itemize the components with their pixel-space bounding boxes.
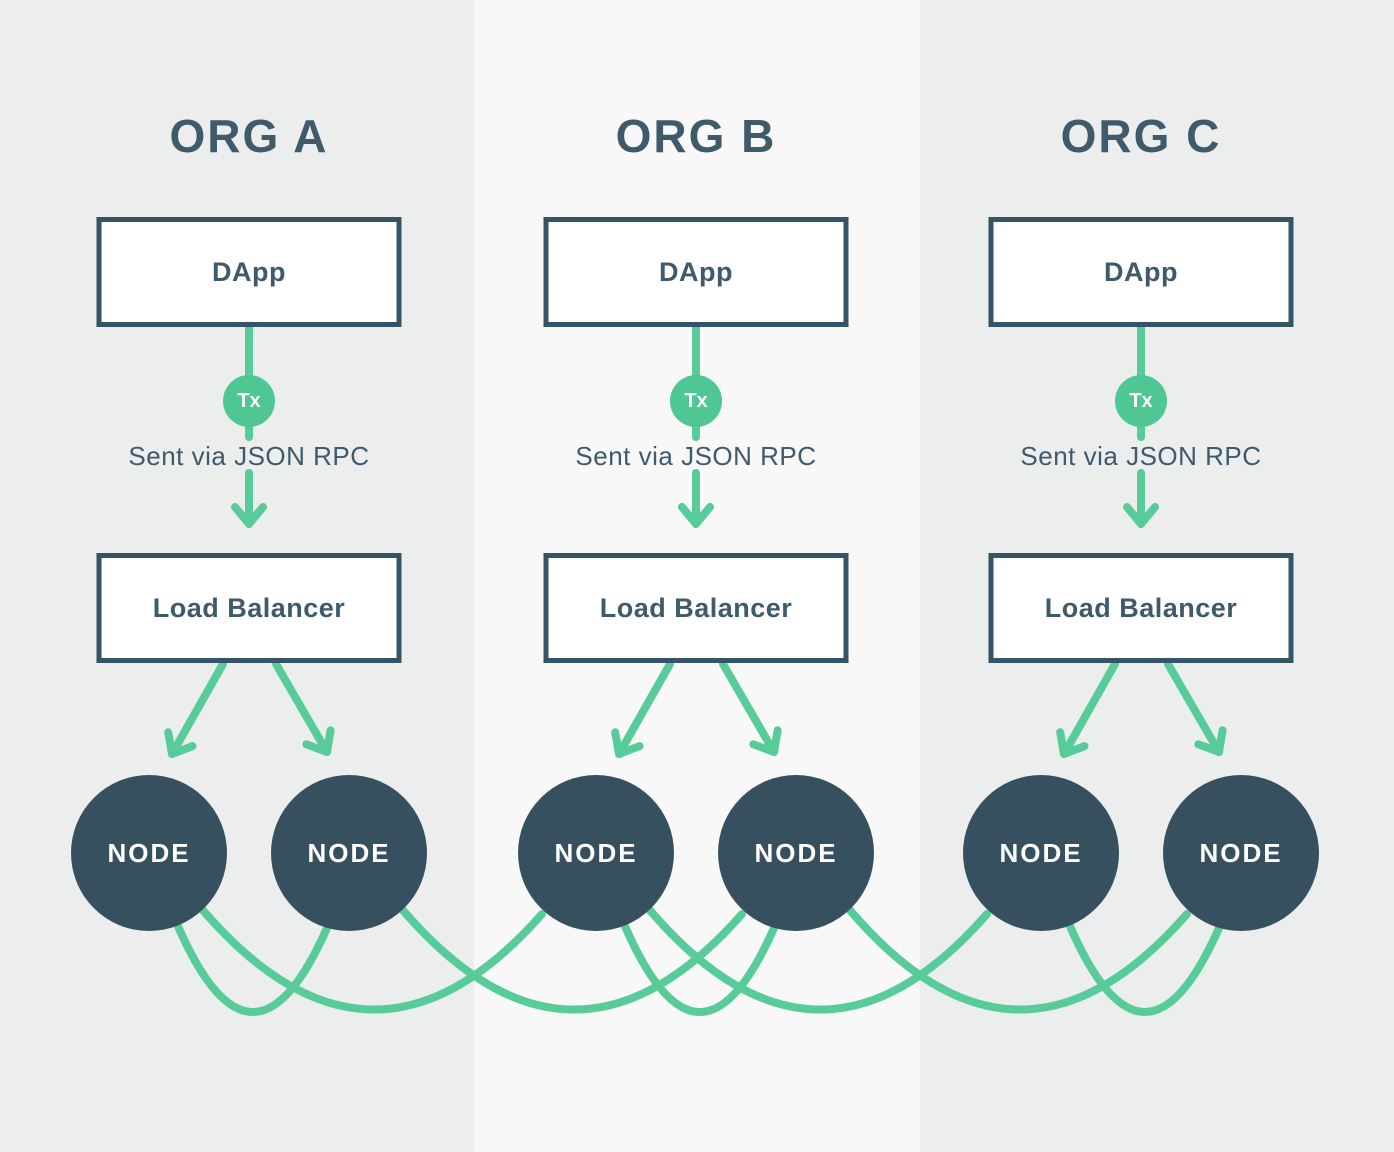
org-b-column: ORG B DApp Tx Sent via JSON RPC Load Bal… (491, 0, 901, 1152)
org-a-rpc-note: Sent via JSON RPC (128, 441, 370, 471)
org-c-tx-badge: Tx (1115, 375, 1167, 427)
org-a-load-balancer-box: Load Balancer (96, 553, 402, 663)
org-b-rpc-note: Sent via JSON RPC (575, 441, 817, 471)
org-a-dapp-box: DApp (96, 217, 402, 327)
org-c-rpc-note: Sent via JSON RPC (1020, 441, 1262, 471)
org-a-tx-badge: Tx (223, 375, 275, 427)
org-c-node-1: NODE (963, 775, 1119, 931)
org-b-tx-badge: Tx (670, 375, 722, 427)
org-a-title: ORG A (169, 110, 329, 162)
org-b-dapp-box: DApp (543, 217, 849, 327)
org-c-load-balancer-box: Load Balancer (988, 553, 1294, 663)
org-a-node-2: NODE (271, 775, 427, 931)
org-c-column: ORG C DApp Tx Sent via JSON RPC Load Bal… (936, 0, 1346, 1152)
org-c-title: ORG C (1060, 110, 1222, 162)
org-a-node-1: NODE (71, 775, 227, 931)
org-b-title: ORG B (615, 110, 777, 162)
org-c-node-2: NODE (1163, 775, 1319, 931)
org-b-node-2: NODE (718, 775, 874, 931)
org-b-load-balancer-box: Load Balancer (543, 553, 849, 663)
org-a-column: ORG A DApp Tx Sent via JSON RPC Load Bal… (44, 0, 454, 1152)
org-c-dapp-box: DApp (988, 217, 1294, 327)
org-b-node-1: NODE (518, 775, 674, 931)
